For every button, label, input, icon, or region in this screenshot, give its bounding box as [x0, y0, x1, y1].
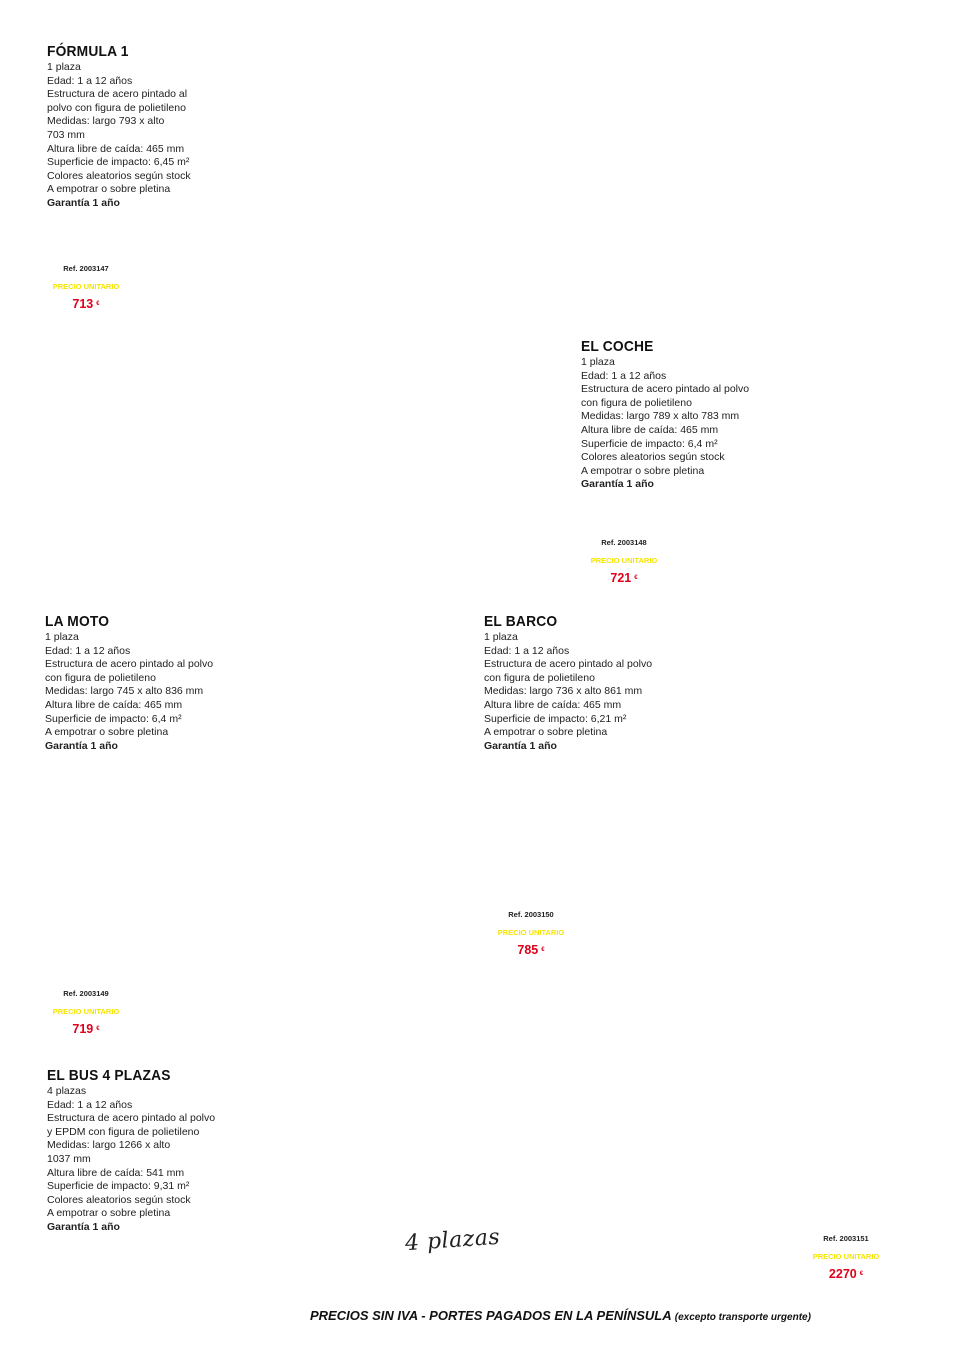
- product-el-bus: EL BUS 4 PLAZAS 4 plazas Edad: 1 a 12 añ…: [47, 1067, 215, 1235]
- unit-price-label: PRECIO UNITARIO: [497, 928, 565, 937]
- product-ref: Ref. 2003149: [63, 989, 109, 998]
- currency-symbol: €: [859, 1271, 864, 1277]
- product-specs: 1 plaza Edad: 1 a 12 años Estructura de …: [47, 61, 191, 211]
- warranty-text: Garantía 1 año: [45, 739, 118, 752]
- warranty-text: Garantía 1 año: [47, 196, 120, 209]
- unit-price-label: PRECIO UNITARIO: [52, 282, 120, 291]
- handwritten-note: 4 plazas: [404, 1224, 501, 1257]
- product-specs: 1 plaza Edad: 1 a 12 años Estructura de …: [45, 631, 213, 753]
- spec-line: Altura libre de caída: 541 mm: [47, 1166, 185, 1179]
- spec-line: Medidas: largo 745 x alto 836 mm: [45, 685, 204, 698]
- price-value: 721€: [610, 571, 638, 585]
- spec-line: Colores aleatorios según stock: [47, 1193, 191, 1206]
- spec-line: Estructura de acero pintado al polvo: [484, 658, 653, 671]
- warranty-text: Garantía 1 año: [484, 739, 557, 752]
- spec-line: 4 plazas: [47, 1085, 87, 1097]
- spec-line: Estructura de acero pintado al polvo: [581, 383, 750, 396]
- unit-price-label: PRECIO UNITARIO: [52, 1007, 120, 1016]
- price-value: 785€: [517, 943, 545, 957]
- currency-symbol: €: [96, 301, 100, 307]
- spec-line: Superficie de impacto: 9,31 m²: [47, 1180, 190, 1193]
- unit-price-label: PRECIO UNITARIO: [590, 556, 658, 565]
- spec-line: 1 plaza: [484, 631, 518, 643]
- spec-line: 1037 mm: [47, 1152, 91, 1165]
- spec-line: Superficie de impacto: 6,4 m²: [581, 437, 718, 450]
- product-formula-1: FÓRMULA 1 1 plaza Edad: 1 a 12 años Estr…: [47, 43, 191, 211]
- spec-line: Altura libre de caída: 465 mm: [581, 423, 719, 436]
- currency-symbol: €: [541, 947, 545, 953]
- product-title: LA MOTO: [45, 613, 110, 630]
- spec-line: Medidas: largo 789 x alto 783 mm: [581, 410, 740, 423]
- currency-symbol: €: [96, 1026, 100, 1032]
- spec-line: con figura de polietileno: [45, 671, 156, 684]
- price-value: 719€: [72, 1022, 100, 1036]
- spec-line: Colores aleatorios según stock: [581, 451, 725, 464]
- spec-line: Edad: 1 a 12 años: [47, 74, 133, 87]
- spec-line: A empotrar o sobre pletina: [45, 726, 169, 739]
- product-el-barco: EL BARCO 1 plaza Edad: 1 a 12 años Estru…: [484, 613, 652, 753]
- currency-symbol: €: [634, 575, 638, 581]
- price-block-el-barco: Ref. 2003150 PRECIO UNITARIO 785€: [496, 910, 566, 957]
- price-block-el-coche: Ref. 2003148 PRECIO UNITARIO 721€: [589, 538, 659, 585]
- spec-line: 1 plaza: [47, 61, 81, 73]
- spec-line: Edad: 1 a 12 años: [47, 1098, 133, 1111]
- footer-note-text: (excepto transporte urgente): [674, 1312, 811, 1323]
- spec-line: 1 plaza: [45, 631, 79, 643]
- product-title: FÓRMULA 1: [47, 43, 129, 60]
- spec-line: Estructura de acero pintado al polvo: [45, 658, 214, 671]
- spec-line: Superficie de impacto: 6,45 m²: [47, 156, 190, 169]
- product-specs: 4 plazas Edad: 1 a 12 años Estructura de…: [47, 1085, 215, 1235]
- spec-line: Estructura de acero pintado al: [47, 88, 188, 101]
- spec-line: Medidas: largo 793 x alto: [47, 115, 165, 128]
- spec-line: A empotrar o sobre pletina: [581, 464, 705, 477]
- footer-main-text: PRECIOS SIN IVA - PORTES PAGADOS EN LA P…: [310, 1308, 672, 1323]
- product-specs: 1 plaza Edad: 1 a 12 años Estructura de …: [581, 356, 749, 492]
- product-el-coche: EL COCHE 1 plaza Edad: 1 a 12 años Estru…: [581, 338, 749, 492]
- price-block-el-bus: Ref. 2003151 PRECIO UNITARIO 2270€: [811, 1234, 881, 1281]
- price-block-la-moto: Ref. 2003149 PRECIO UNITARIO 719€: [51, 989, 121, 1036]
- product-ref: Ref. 2003150: [508, 910, 554, 919]
- product-specs: 1 plaza Edad: 1 a 12 años Estructura de …: [484, 631, 652, 753]
- spec-line: A empotrar o sobre pletina: [47, 1207, 171, 1220]
- unit-price-label: PRECIO UNITARIO: [812, 1252, 880, 1261]
- product-title: EL BARCO: [484, 613, 558, 630]
- spec-line: Medidas: largo 1266 x alto: [47, 1139, 171, 1152]
- spec-line: A empotrar o sobre pletina: [484, 726, 608, 739]
- product-title: EL COCHE: [581, 338, 654, 355]
- product-la-moto: LA MOTO 1 plaza Edad: 1 a 12 años Estruc…: [45, 613, 213, 753]
- spec-line: con figura de polietileno: [581, 396, 692, 409]
- price-value: 713€: [72, 297, 100, 311]
- spec-line: con figura de polietileno: [484, 671, 595, 684]
- price-value: 2270€: [828, 1267, 864, 1281]
- spec-line: Colores aleatorios según stock: [47, 169, 191, 182]
- spec-line: Medidas: largo 736 x alto 861 mm: [484, 685, 643, 698]
- spec-line: Estructura de acero pintado al polvo: [47, 1112, 216, 1125]
- spec-line: Edad: 1 a 12 años: [45, 644, 131, 657]
- spec-line: Edad: 1 a 12 años: [581, 369, 667, 382]
- spec-line: Superficie de impacto: 6,21 m²: [484, 712, 627, 725]
- warranty-text: Garantía 1 año: [581, 478, 654, 491]
- spec-line: Superficie de impacto: 6,4 m²: [45, 712, 182, 725]
- spec-line: Altura libre de caída: 465 mm: [484, 698, 622, 711]
- spec-line: polvo con figura de polietileno: [47, 101, 186, 114]
- spec-line: y EPDM con figura de polietileno: [47, 1125, 200, 1138]
- product-title: EL BUS 4 PLAZAS: [47, 1067, 171, 1084]
- spec-line: Edad: 1 a 12 años: [484, 644, 570, 657]
- price-block-formula-1: Ref. 2003147 PRECIO UNITARIO 713€: [51, 264, 121, 311]
- product-ref: Ref. 2003148: [601, 538, 647, 547]
- footer-notice: PRECIOS SIN IVA - PORTES PAGADOS EN LA P…: [310, 1308, 910, 1323]
- spec-line: Altura libre de caída: 465 mm: [47, 142, 185, 155]
- product-ref: Ref. 2003151: [823, 1234, 869, 1243]
- spec-line: A empotrar o sobre pletina: [47, 183, 171, 196]
- spec-line: 703 mm: [47, 128, 85, 141]
- product-ref: Ref. 2003147: [63, 264, 109, 273]
- warranty-text: Garantía 1 año: [47, 1220, 120, 1233]
- spec-line: Altura libre de caída: 465 mm: [45, 698, 183, 711]
- spec-line: 1 plaza: [581, 356, 615, 368]
